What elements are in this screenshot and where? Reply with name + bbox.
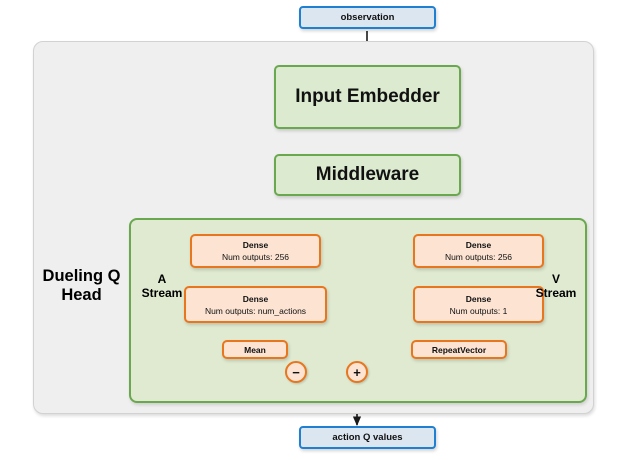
v-stream-dense-256-box[interactable]: Dense Num outputs: 256 xyxy=(413,234,544,268)
v-stream-label: V Stream xyxy=(531,272,581,300)
a-stream-dense-num-actions-box[interactable]: Dense Num outputs: num_actions xyxy=(184,286,327,323)
dueling-q-head-label-line1: Dueling Q xyxy=(42,267,121,285)
a-stream-dense-num-actions-subtitle: Num outputs: num_actions xyxy=(204,305,307,316)
a-stream-dense-num-actions-title: Dense xyxy=(242,293,269,304)
v-stream-label-line1: V xyxy=(551,272,560,286)
input-embedder-label: Input Embedder xyxy=(295,86,440,107)
a-stream-label: A Stream xyxy=(137,272,187,300)
add-operator-node[interactable]: + xyxy=(346,361,368,383)
v-stream-dense-256-title: Dense xyxy=(465,240,492,250)
v-stream-dense-1-box[interactable]: Dense Num outputs: 1 xyxy=(413,286,544,323)
input-embedder-box[interactable]: Input Embedder xyxy=(274,65,461,129)
dueling-q-head-label: Dueling Q Head xyxy=(34,267,129,306)
a-stream-dense-256-box[interactable]: Dense Num outputs: 256 xyxy=(190,234,321,268)
add-symbol: + xyxy=(353,364,361,380)
subtract-operator-node[interactable]: − xyxy=(285,361,307,383)
a-stream-label-line2: Stream xyxy=(141,286,183,301)
middleware-label: Middleware xyxy=(315,164,420,185)
subtract-symbol: − xyxy=(292,364,300,380)
dueling-q-head-label-line2: Head xyxy=(61,286,102,305)
middleware-box[interactable]: Middleware xyxy=(274,154,461,196)
action-q-values-output-box[interactable]: action Q values xyxy=(299,426,436,449)
observation-input-box[interactable]: observation xyxy=(299,6,436,29)
repeat-vector-box[interactable]: RepeatVector xyxy=(411,340,507,359)
a-stream-dense-256-subtitle: Num outputs: 256 xyxy=(221,252,290,262)
a-stream-label-line1: A xyxy=(157,272,167,286)
mean-label: Mean xyxy=(244,344,266,355)
v-stream-dense-1-title: Dense xyxy=(465,293,492,304)
v-stream-dense-1-subtitle: Num outputs: 1 xyxy=(449,305,508,316)
action-q-values-label: action Q values xyxy=(332,432,403,443)
repeat-vector-label: RepeatVector xyxy=(431,344,487,355)
v-stream-label-line2: Stream xyxy=(535,286,577,301)
observation-label: observation xyxy=(340,12,395,23)
v-stream-dense-256-subtitle: Num outputs: 256 xyxy=(444,252,513,262)
a-stream-dense-256-title: Dense xyxy=(242,240,269,250)
mean-box[interactable]: Mean xyxy=(222,340,288,359)
